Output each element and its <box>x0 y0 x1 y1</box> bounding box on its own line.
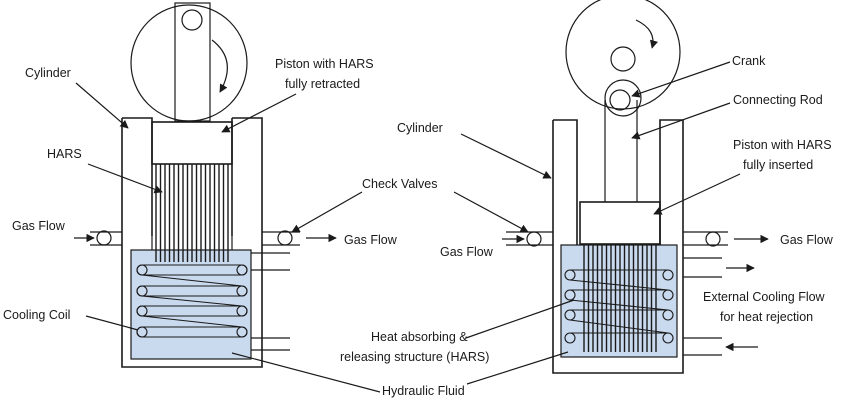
right-apparatus <box>502 0 769 374</box>
right-external-ports <box>683 257 722 356</box>
left-gas-in-label: Gas Flow <box>12 219 66 233</box>
left-crank-pin <box>181 9 203 31</box>
right-cylinder-wall-inner <box>553 119 578 245</box>
left-cooling-coil-label: Cooling Coil <box>3 308 70 322</box>
right-connecting-rod <box>604 100 638 202</box>
left-gas-pipe-in <box>90 231 122 246</box>
right-rotation-arrow <box>635 19 659 49</box>
right-crank-pin <box>609 89 631 111</box>
left-piston <box>151 121 233 165</box>
left-apparatus <box>74 2 337 368</box>
left-hars-label: HARS <box>47 147 82 161</box>
left-coil-diagonal <box>141 315 243 328</box>
right-coil-diagonal <box>569 299 669 311</box>
left-coil-end <box>236 264 248 276</box>
right-cylinder-label: Cylinder <box>397 121 443 135</box>
right-cylinder-wall <box>552 119 684 374</box>
right-external-cooling-label-1: External Cooling Flow <box>703 290 826 304</box>
hars-full-label-1: Heat absorbing & <box>371 330 468 344</box>
left-coil-end <box>236 326 248 338</box>
left-hars-rods <box>155 164 229 262</box>
left-flywheel <box>130 4 248 122</box>
left-cylinder-wall-inner <box>122 117 153 236</box>
right-check-valve-in <box>526 231 542 247</box>
right-flywheel <box>565 0 681 110</box>
left-hars-leader <box>87 163 163 194</box>
hars-full-leader <box>465 299 575 339</box>
left-check-valve-out <box>277 230 293 246</box>
left-cooling-coil-leader <box>85 315 139 331</box>
hydraulic-fluid-leader-left <box>231 352 381 393</box>
right-gas-in-label: Gas Flow <box>440 245 494 259</box>
left-rotation-arrow <box>211 39 228 93</box>
left-coil-ports <box>251 252 290 351</box>
right-piston-label-2: fully inserted <box>743 158 813 172</box>
check-valves-leader-left <box>291 191 363 233</box>
left-cylinder-label: Cylinder <box>25 66 71 80</box>
right-gas-out-label: Gas Flow <box>780 233 834 247</box>
right-crank-label: Crank <box>732 54 766 68</box>
left-coil-diagonal <box>141 295 243 307</box>
right-coil-circles <box>564 269 674 344</box>
check-valves-leader-right <box>453 191 529 233</box>
right-connecting-rod-leader <box>631 102 731 140</box>
left-piston-label-2: fully retracted <box>285 77 360 91</box>
right-connecting-rod-label: Connecting Rod <box>733 93 823 107</box>
right-coil-diagonal <box>569 319 669 334</box>
left-gas-out-label: Gas Flow <box>344 233 398 247</box>
right-hars-rods <box>583 244 657 352</box>
left-coil-diagonal <box>141 274 243 287</box>
right-piston-label-1: Piston with HARS <box>733 138 832 152</box>
hars-full-label-2: releasing structure (HARS) <box>340 350 489 364</box>
right-piston-leader <box>653 173 741 215</box>
left-cylinder-wall <box>121 117 263 368</box>
left-cylinder-leader <box>75 82 129 129</box>
left-piston-label-1: Piston with HARS <box>275 57 374 71</box>
left-piston-leader <box>221 93 297 133</box>
left-hydraulic-fluid <box>130 249 252 360</box>
left-check-valve-in <box>96 230 112 246</box>
left-connecting-rod <box>174 2 211 122</box>
right-cylinder-leader <box>460 133 552 179</box>
right-check-valve-out <box>705 231 721 247</box>
right-flywheel-hub <box>610 46 636 72</box>
hydraulic-fluid-leader-right <box>466 351 569 385</box>
left-coil-end <box>236 305 248 317</box>
right-external-cooling-label-2: for heat rejection <box>720 310 813 324</box>
right-crank-leader <box>631 61 731 98</box>
check-valves-label: Check Valves <box>362 177 438 191</box>
right-coil-diagonal <box>569 279 669 291</box>
left-cooling-coil <box>136 264 248 338</box>
left-chamber-neck <box>151 236 233 250</box>
hydraulic-fluid-label: Hydraulic Fluid <box>382 384 465 398</box>
left-coil-end <box>236 285 248 297</box>
right-piston <box>579 201 661 245</box>
left-coil-end <box>136 326 148 338</box>
right-crank <box>604 79 642 117</box>
right-gas-pipe-out <box>683 231 728 246</box>
